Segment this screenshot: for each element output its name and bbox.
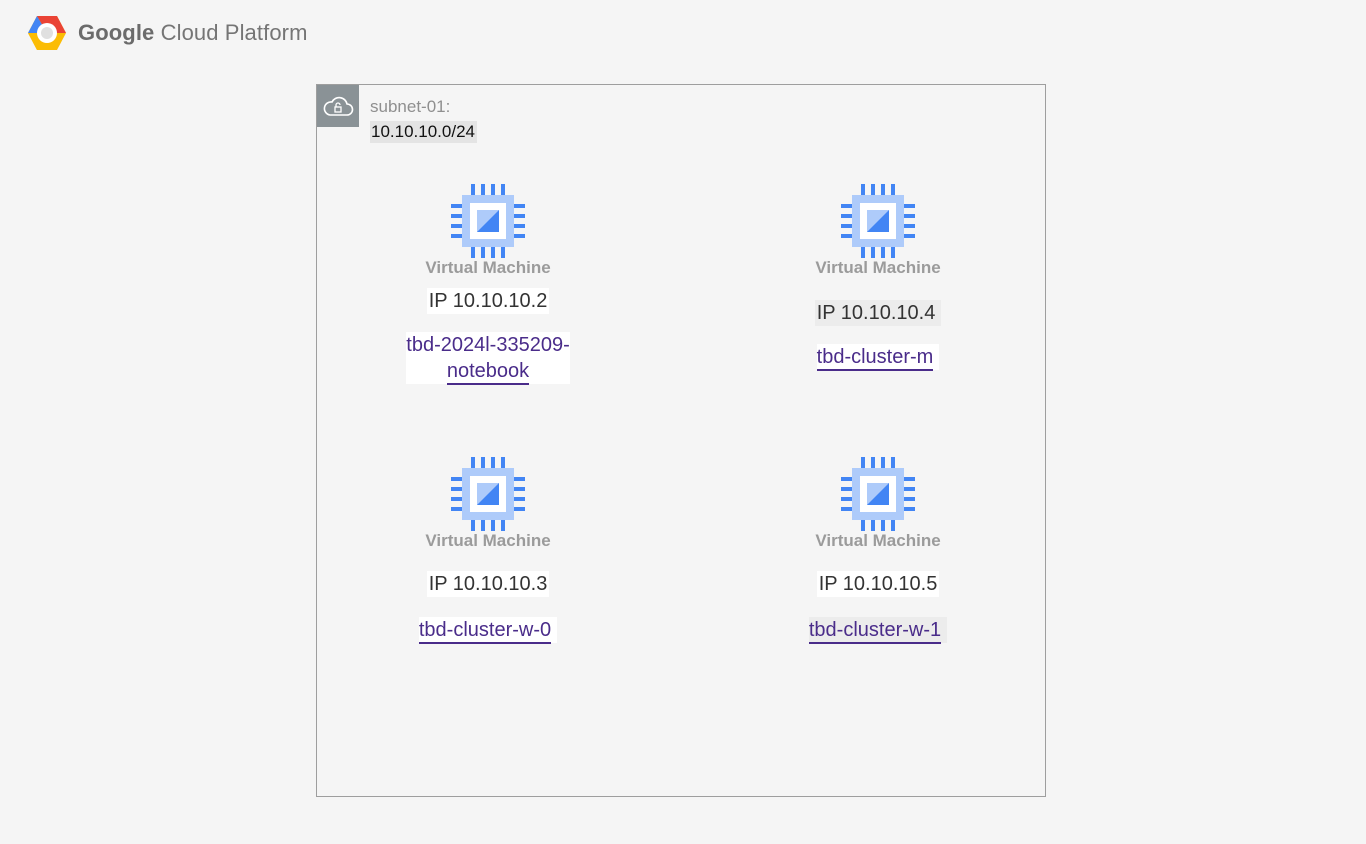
subnet-name: subnet-01: xyxy=(370,97,451,116)
vm-name-line1: tbd-2024l-335209- xyxy=(406,334,570,356)
vm-ip-label: IP 10.10.10.5 xyxy=(816,571,940,597)
subnet-container: subnet-01: 10.10.10.0/24 xyxy=(316,84,1046,797)
vm-name-link[interactable]: tbd-cluster-w-0 xyxy=(418,617,558,644)
brand-strong: Google xyxy=(78,20,155,45)
vm-name-line2: notebook xyxy=(446,360,530,385)
brand-title: Google Cloud Platform xyxy=(78,20,308,46)
vm-ip-label: IP 10.10.10.4 xyxy=(814,300,942,326)
google-cloud-hexagon-icon xyxy=(28,16,66,50)
vm-name-line1: tbd-cluster-w-0 xyxy=(418,619,552,644)
vm-node: Virtual Machine IP 10.10.10.2 tbd-2024l-… xyxy=(378,184,598,386)
vm-ip-label: IP 10.10.10.2 xyxy=(426,288,550,314)
subnet-cidr: 10.10.10.0/24 xyxy=(370,121,477,143)
brand-rest: Cloud Platform xyxy=(154,20,308,45)
vm-name-line1: tbd-cluster-w-1 xyxy=(808,619,942,644)
cpu-chip-icon xyxy=(451,184,525,258)
vm-name-link[interactable]: tbd-cluster-w-1 xyxy=(808,617,948,644)
vm-type-label: Virtual Machine xyxy=(425,258,551,277)
vm-type-label: Virtual Machine xyxy=(815,258,941,277)
vm-node: Virtual Machine IP 10.10.10.5 tbd-cluste… xyxy=(768,457,988,644)
vm-name-line1: tbd-cluster-m xyxy=(816,346,934,371)
cpu-chip-icon xyxy=(841,457,915,531)
subnet-badge xyxy=(317,85,359,127)
vm-node: Virtual Machine IP 10.10.10.3 tbd-cluste… xyxy=(378,457,598,644)
vm-name-link[interactable]: tbd-cluster-m xyxy=(816,344,940,371)
vm-type-label: Virtual Machine xyxy=(425,531,551,550)
cloud-lock-icon xyxy=(323,96,354,116)
vm-node: Virtual Machine IP 10.10.10.4 tbd-cluste… xyxy=(768,184,988,371)
vm-type-label: Virtual Machine xyxy=(815,531,941,550)
cpu-chip-icon xyxy=(451,457,525,531)
cpu-chip-icon xyxy=(841,184,915,258)
vm-ip-label: IP 10.10.10.3 xyxy=(426,571,550,597)
vm-name-link[interactable]: tbd-2024l-335209- notebook xyxy=(406,332,570,385)
gcp-header: Google Cloud Platform xyxy=(27,13,308,53)
